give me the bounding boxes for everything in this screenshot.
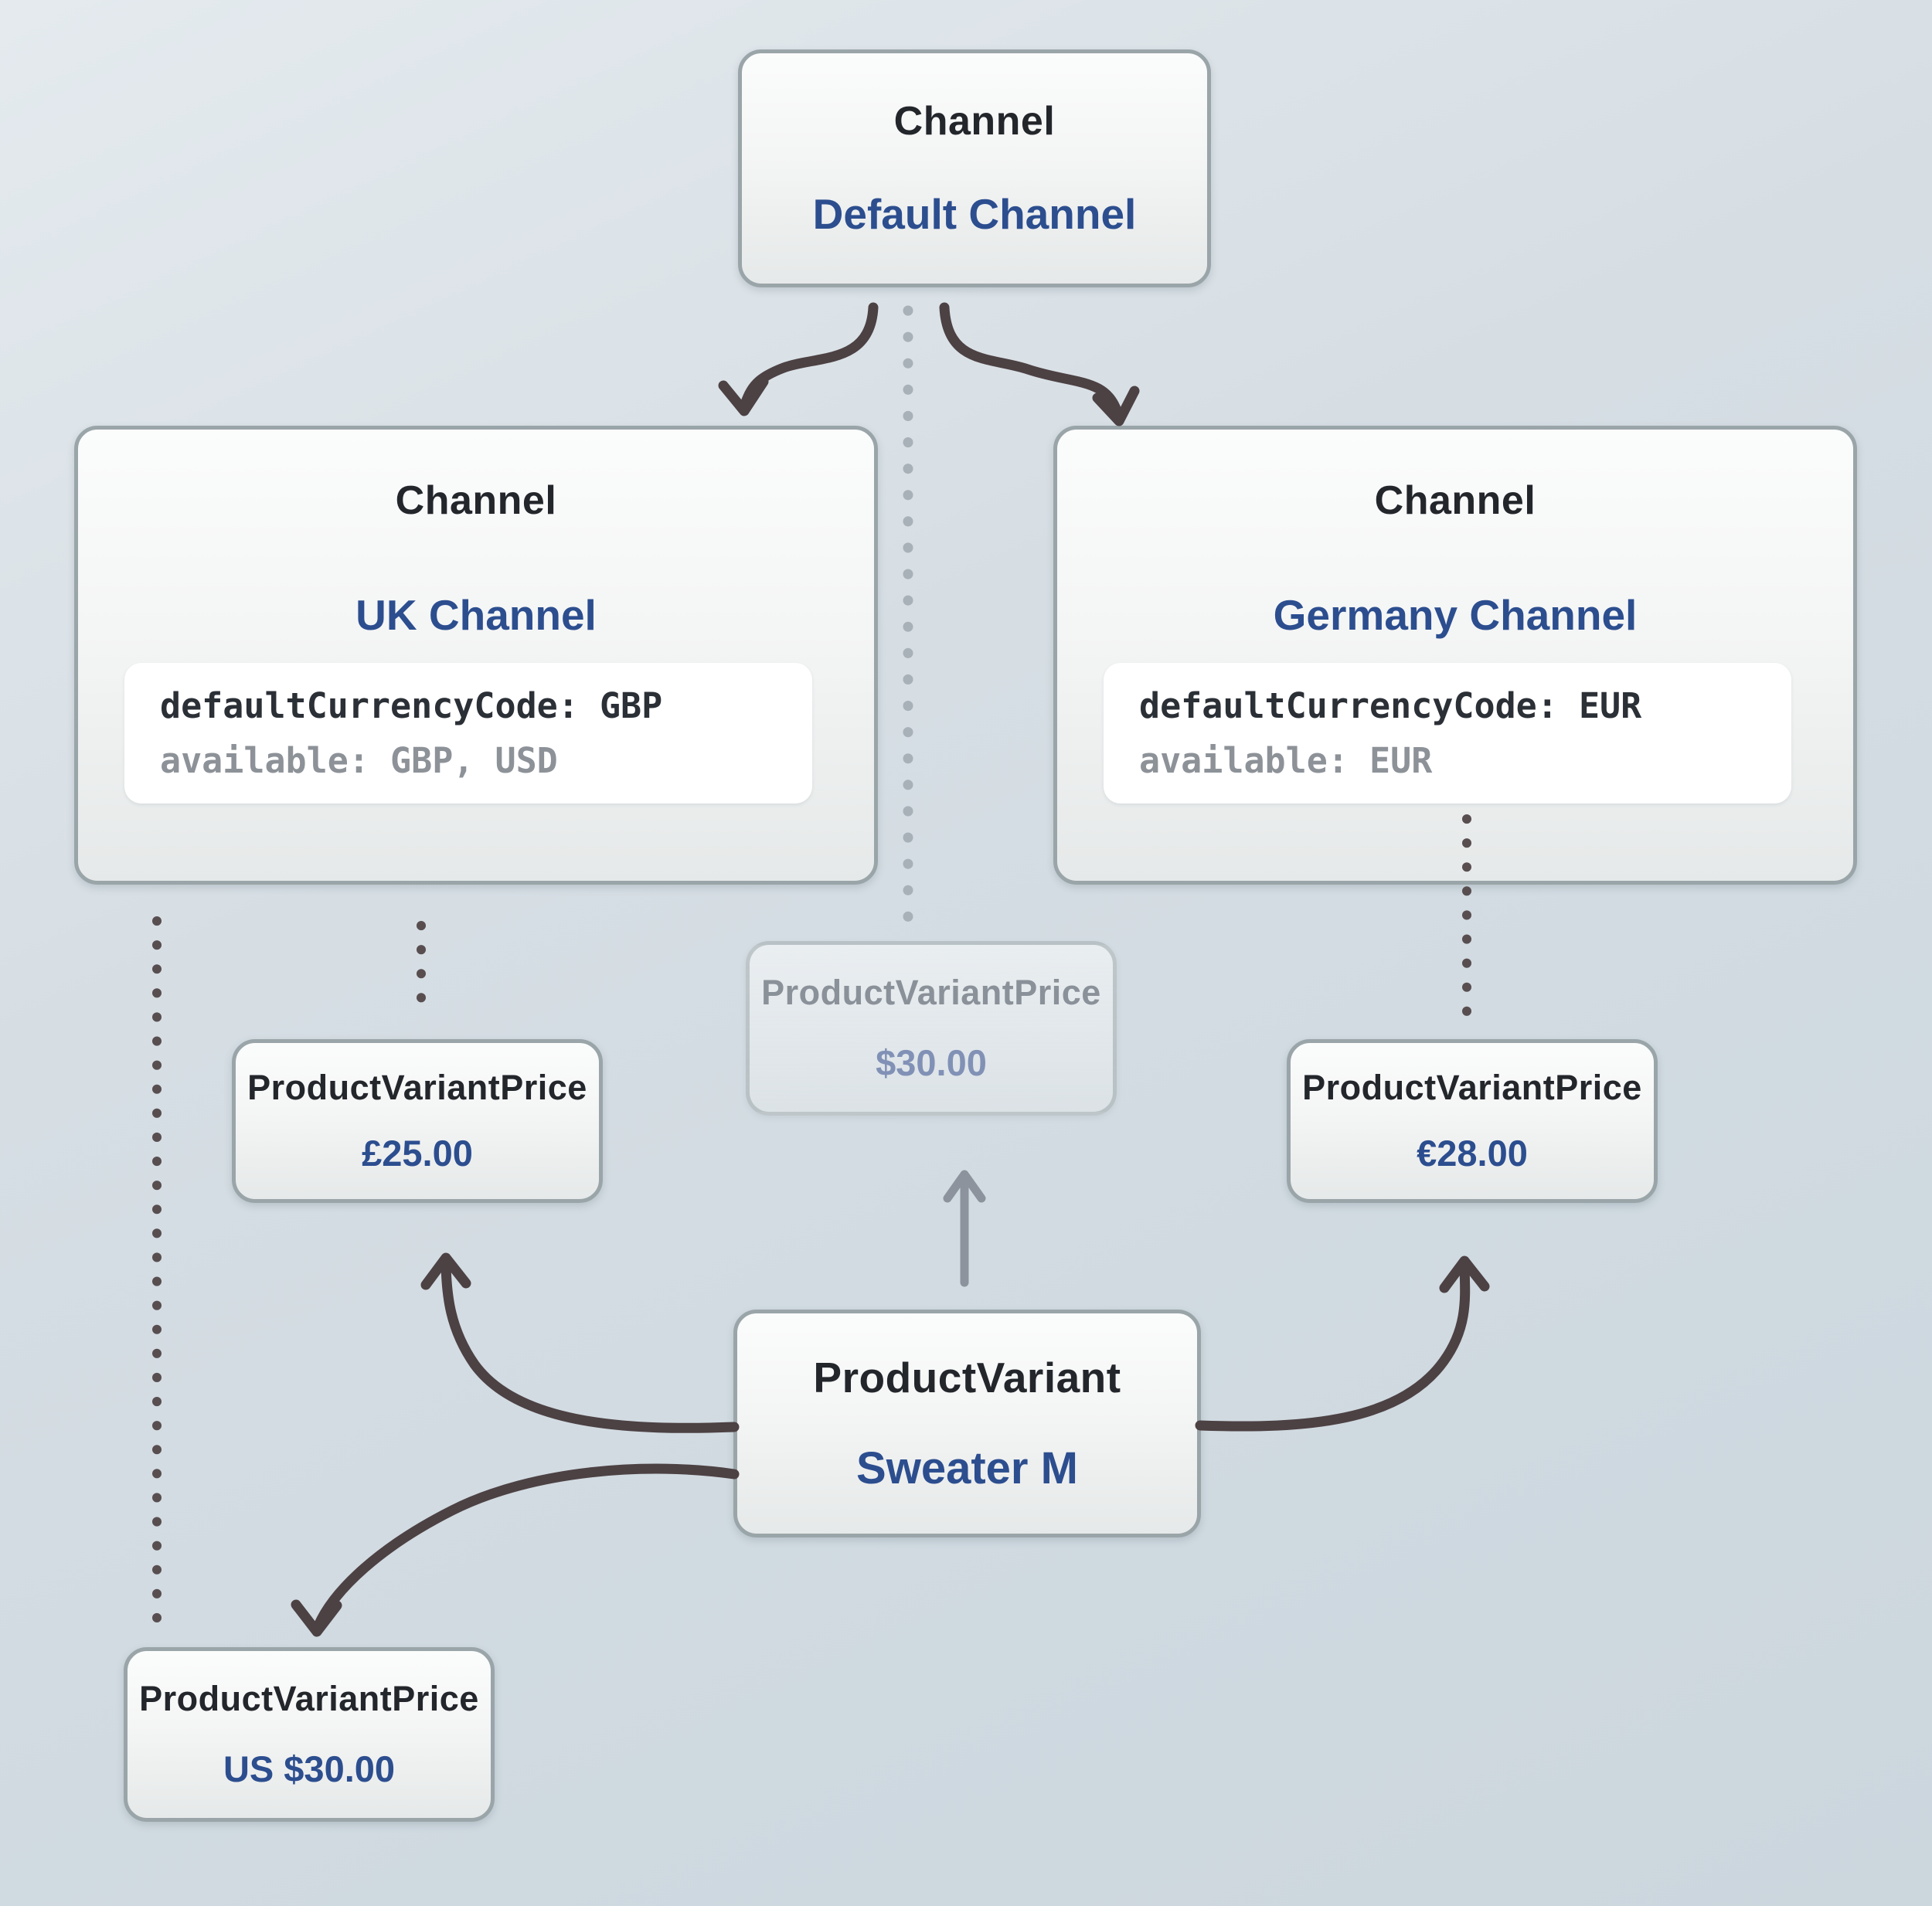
price-value-label: €28.00 xyxy=(1417,1133,1528,1174)
node-type-label: ProductVariantPrice xyxy=(247,1067,587,1107)
arrowhead-variant-to-gbp-price xyxy=(420,1252,471,1290)
node-type-label: Channel xyxy=(1374,478,1536,523)
node-type-label: ProductVariantPrice xyxy=(1302,1067,1642,1107)
price-value-label: US $30.00 xyxy=(223,1748,396,1789)
available-currencies-line: available: GBP, USD xyxy=(160,740,558,781)
node-uk-price: ProductVariantPrice £25.00 xyxy=(232,1039,603,1203)
arrow-variant-to-eur-price xyxy=(1195,1262,1471,1432)
default-currency-line: defaultCurrencyCode: EUR xyxy=(1139,685,1642,726)
node-type-label: Channel xyxy=(893,99,1056,144)
node-germany-price: ProductVariantPrice €28.00 xyxy=(1287,1039,1658,1203)
price-value-label: $30.00 xyxy=(876,1041,987,1083)
node-product-variant: ProductVariant Sweater M xyxy=(733,1310,1201,1537)
arrow-variant-to-usd-price xyxy=(313,1463,740,1631)
node-type-label: ProductVariant xyxy=(813,1354,1121,1402)
node-default-channel: Channel Default Channel xyxy=(738,49,1211,287)
node-name-label: Sweater M xyxy=(856,1442,1078,1493)
node-usd-price: ProductVariantPrice US $30.00 xyxy=(124,1647,495,1822)
node-uk-channel: Channel UK Channel defaultCurrencyCode: … xyxy=(74,426,878,885)
price-value-label: £25.00 xyxy=(362,1133,473,1174)
node-type-label: ProductVariantPrice xyxy=(761,973,1101,1013)
node-germany-channel: Channel Germany Channel defaultCurrencyC… xyxy=(1053,426,1857,885)
arrowhead-variant-to-default-price xyxy=(943,1170,986,1203)
node-name-label: Default Channel xyxy=(812,190,1137,238)
node-type-label: Channel xyxy=(395,478,557,523)
node-default-price: ProductVariantPrice $30.00 xyxy=(746,941,1117,1116)
arrowhead-variant-to-usd-price xyxy=(291,1599,342,1637)
arrowhead-default-to-germany xyxy=(1092,386,1140,426)
default-currency-line: defaultCurrencyCode: GBP xyxy=(160,685,663,726)
node-name-label: Germany Channel xyxy=(1273,591,1638,639)
arrowhead-variant-to-eur-price xyxy=(1439,1255,1490,1293)
node-name-label: UK Channel xyxy=(355,591,597,639)
node-type-label: ProductVariantPrice xyxy=(139,1679,479,1719)
currency-code-block: defaultCurrencyCode: GBP available: GBP,… xyxy=(124,663,812,804)
arrow-default-to-uk xyxy=(739,302,879,412)
available-currencies-line: available: EUR xyxy=(1139,740,1433,781)
arrowhead-default-to-uk xyxy=(718,376,769,416)
currency-code-block: defaultCurrencyCode: EUR available: EUR xyxy=(1104,663,1791,804)
arrow-default-to-germany xyxy=(939,302,1124,421)
arrow-variant-to-gbp-price xyxy=(440,1260,740,1433)
